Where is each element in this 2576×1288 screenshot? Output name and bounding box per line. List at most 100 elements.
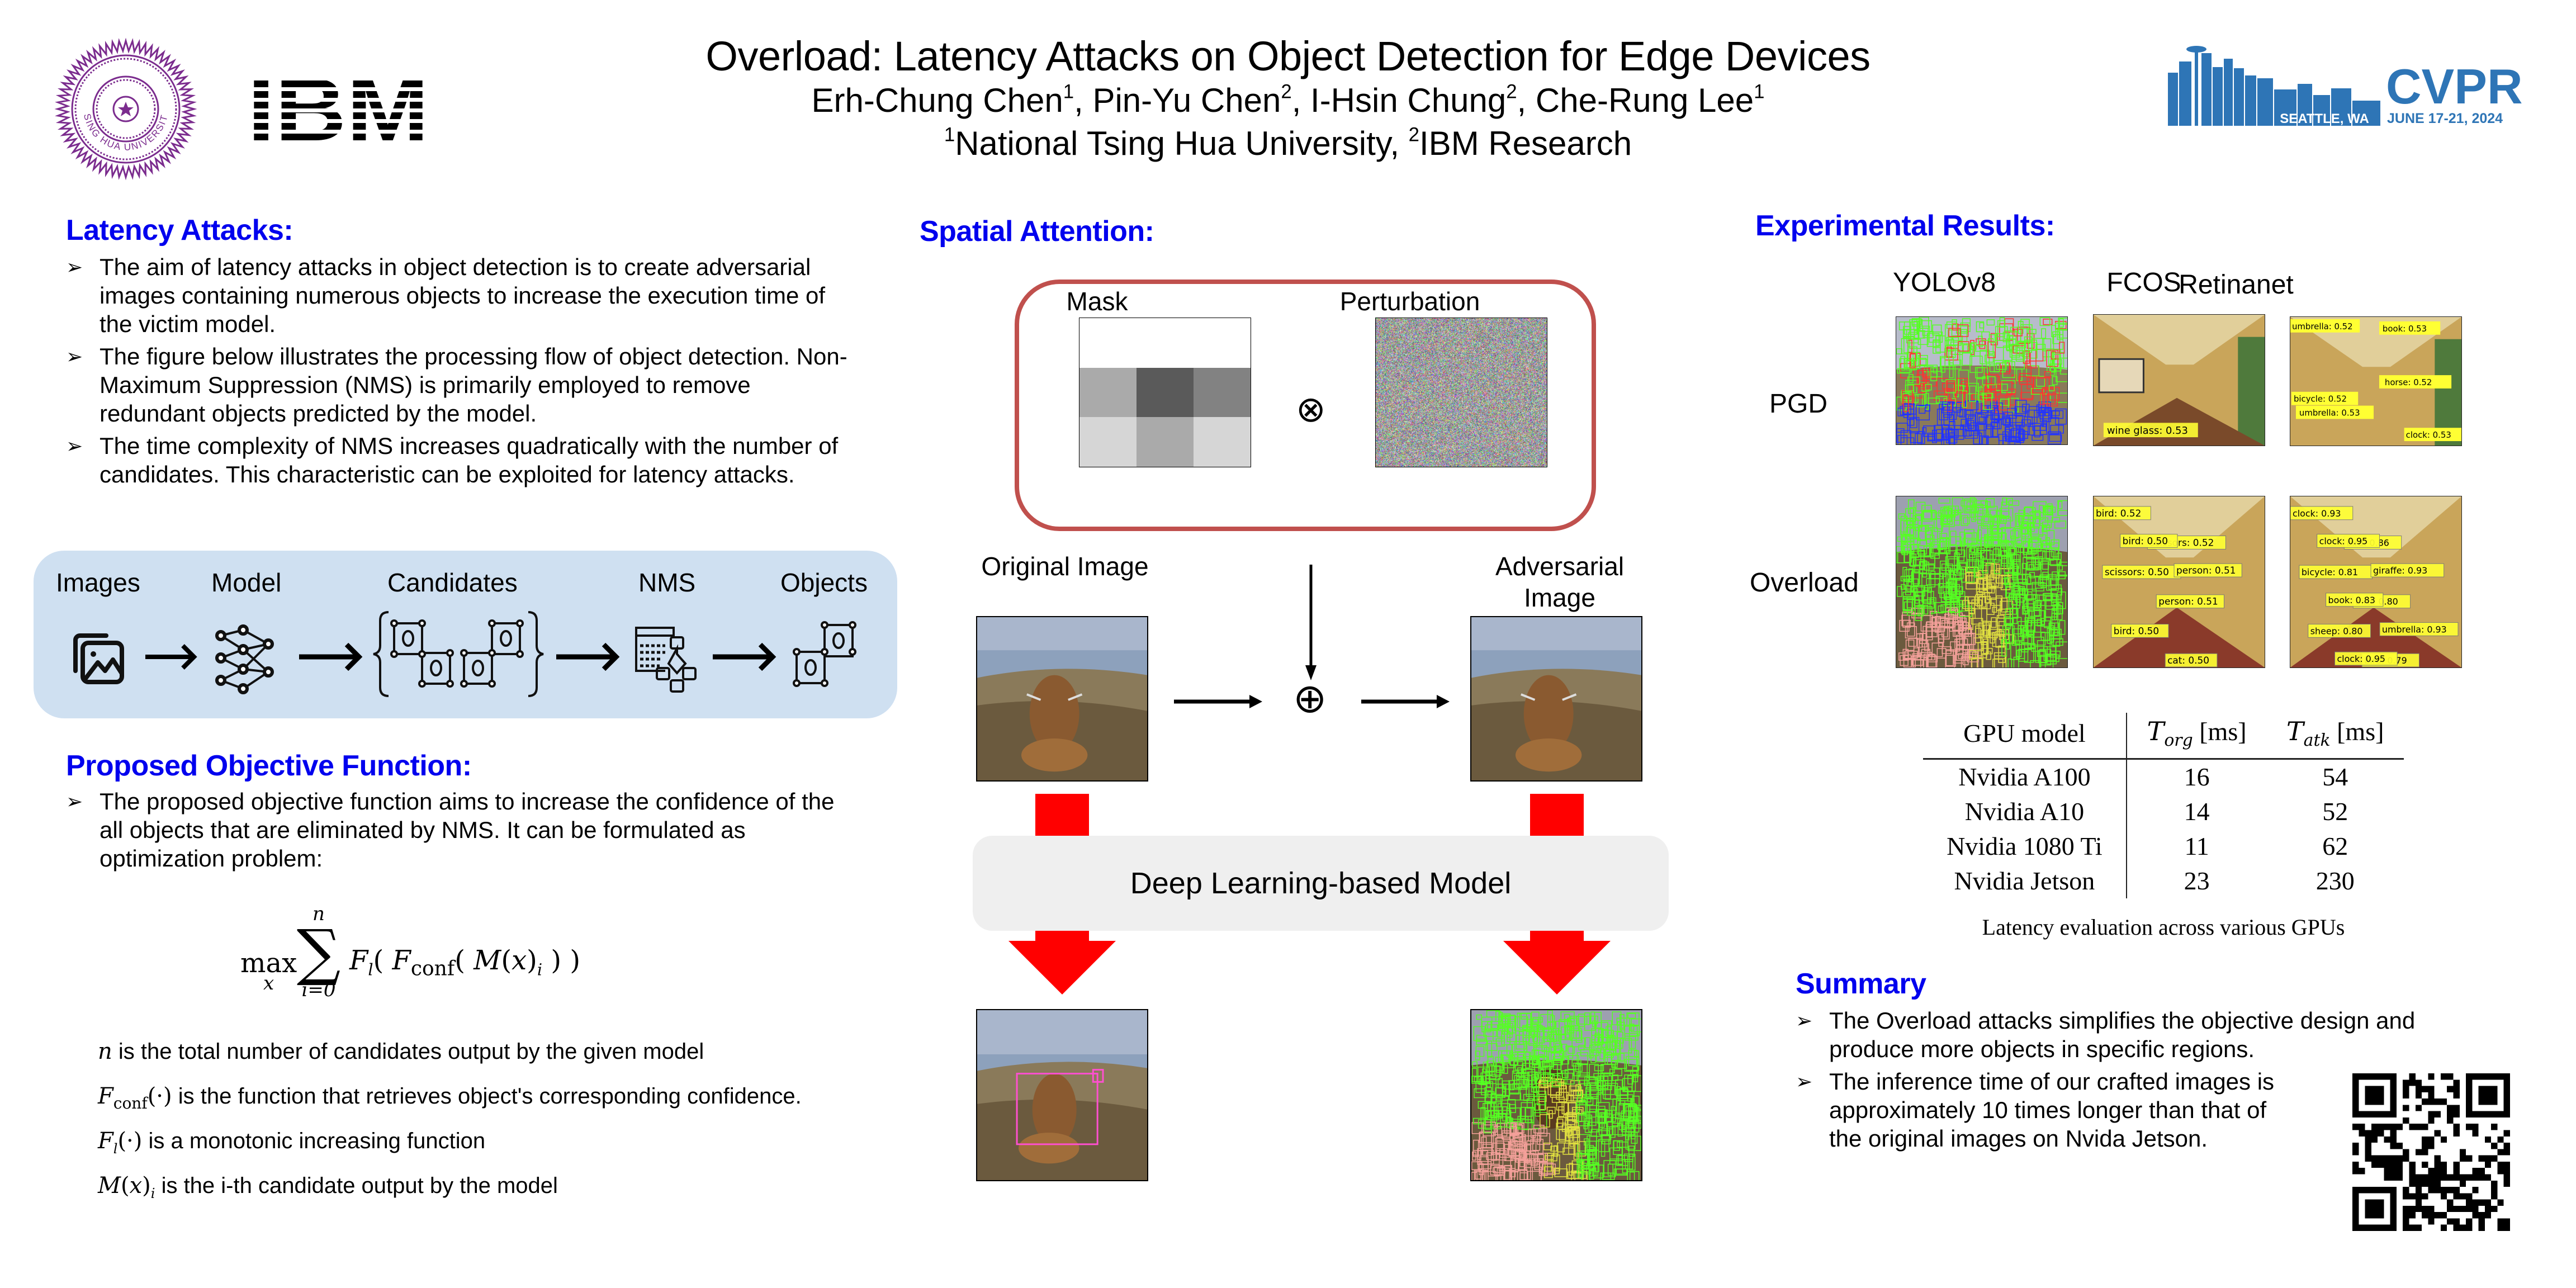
detection-box bbox=[1522, 1026, 1530, 1043]
detection-box bbox=[1556, 1102, 1565, 1111]
detection-box bbox=[2023, 547, 2035, 558]
detection-box bbox=[2051, 577, 2058, 586]
detection-box bbox=[1474, 1076, 1483, 1083]
red-arrow-down-icon bbox=[1503, 931, 1611, 995]
detection-box bbox=[1920, 652, 1933, 660]
detection-box bbox=[2019, 515, 2034, 528]
detection-box bbox=[1514, 1041, 1528, 1052]
detection-box bbox=[1999, 317, 2005, 328]
detection-box bbox=[1966, 409, 1972, 424]
detection-box bbox=[1939, 583, 1950, 598]
detection-box bbox=[1991, 405, 1999, 423]
detection-box bbox=[1988, 338, 1994, 354]
detection-label-bg bbox=[2120, 534, 2178, 548]
detection-box bbox=[1924, 605, 1929, 615]
detection-box bbox=[1527, 1098, 1533, 1109]
detection-box bbox=[2024, 506, 2033, 517]
detection-box bbox=[1558, 1106, 1565, 1117]
detection-box bbox=[1490, 1152, 1498, 1161]
mask-cell bbox=[1194, 318, 1251, 368]
detection-box bbox=[1600, 1112, 1608, 1118]
detection-box bbox=[1537, 1153, 1548, 1163]
detection-box bbox=[1993, 408, 2000, 424]
detection-box bbox=[1915, 513, 1922, 521]
detection-box bbox=[1959, 561, 1968, 570]
detection-box bbox=[1598, 1029, 1609, 1044]
cvpr-dates: JUNE 17-21, 2024 bbox=[2387, 111, 2503, 126]
column-label-retinanet: Retinanet bbox=[2179, 270, 2294, 300]
detection-box bbox=[2010, 530, 2019, 539]
detection-box bbox=[2001, 527, 2015, 543]
detection-box bbox=[2024, 617, 2036, 632]
detection-box bbox=[1561, 1026, 1573, 1040]
detection-box bbox=[1502, 1064, 1508, 1074]
detection-box bbox=[1945, 655, 1955, 667]
ibm-logo-text: IBM bbox=[248, 70, 429, 145]
detection-box bbox=[2059, 342, 2065, 354]
detection-box bbox=[1997, 617, 2006, 635]
detection-label: scissors: 0.50 bbox=[2105, 566, 2169, 577]
detection-box bbox=[1559, 1085, 1567, 1102]
detection-box bbox=[1577, 1086, 1582, 1097]
objective-formula: max x n ∑ i=0 Fl( Fconf( M(x)i ) ) bbox=[240, 903, 632, 1015]
detection-box bbox=[1594, 1065, 1604, 1072]
detection-box bbox=[1538, 1056, 1549, 1068]
spatial-attention-frame bbox=[1015, 280, 1596, 531]
detection-box bbox=[1967, 345, 1973, 354]
detection-box bbox=[1623, 1153, 1633, 1162]
detection-box bbox=[2055, 408, 2067, 425]
detection-box bbox=[1600, 1140, 1606, 1157]
detection-box bbox=[2005, 586, 2012, 594]
detection-box bbox=[1588, 1121, 1599, 1133]
detection-box bbox=[1947, 397, 1952, 412]
detection-box bbox=[1483, 1119, 1492, 1134]
detection-label: bird: 0.52 bbox=[2096, 508, 2141, 519]
detection-box bbox=[2011, 343, 2025, 360]
detection-box bbox=[1932, 324, 1942, 336]
detection-box bbox=[1990, 333, 1998, 345]
detection-box bbox=[1485, 1043, 1498, 1051]
detection-box bbox=[2021, 563, 2026, 580]
detection-box bbox=[1624, 1074, 1636, 1092]
detection-box bbox=[2007, 552, 2015, 568]
images-icon bbox=[73, 633, 124, 684]
detection-box bbox=[2033, 632, 2046, 646]
detection-box bbox=[1568, 1046, 1575, 1054]
detection-box bbox=[2056, 392, 2067, 403]
detection-box bbox=[1901, 542, 1909, 556]
detection-box bbox=[1509, 1168, 1516, 1177]
detection-box bbox=[2032, 338, 2044, 351]
detection-box bbox=[1909, 374, 1914, 383]
detection-box bbox=[1584, 1138, 1589, 1146]
detection-box bbox=[1484, 1087, 1492, 1103]
detection-box bbox=[2015, 528, 2021, 538]
detection-box bbox=[1945, 583, 1955, 599]
detection-box bbox=[1570, 1089, 1584, 1102]
detection-box bbox=[1900, 430, 1911, 444]
detection-label: clock: 0.53 bbox=[2406, 430, 2451, 440]
detection-box bbox=[1617, 1124, 1623, 1137]
detection-box bbox=[2002, 431, 2009, 444]
detection-box bbox=[1488, 1163, 1500, 1177]
detection-box bbox=[2052, 632, 2061, 647]
detection-box bbox=[1903, 579, 1912, 590]
detection-box bbox=[1569, 1163, 1574, 1176]
detection-box bbox=[1905, 585, 1911, 595]
detection-label-bg bbox=[2326, 593, 2384, 607]
detection-box bbox=[1952, 319, 1957, 325]
detection-box bbox=[2048, 417, 2059, 435]
perturbation-label: Perturbation bbox=[1339, 287, 1480, 316]
bullet-arrow-icon: ➢ bbox=[1796, 1070, 1813, 1093]
detection-box bbox=[1564, 1014, 1570, 1021]
detection-box bbox=[2004, 618, 2014, 625]
qr-code[interactable] bbox=[2352, 1073, 2510, 1231]
detection-box bbox=[1559, 1019, 1570, 1035]
detection-box bbox=[2052, 410, 2064, 419]
detection-box bbox=[2048, 622, 2059, 637]
detection-label: cat: 0.50 bbox=[2167, 655, 2209, 666]
detection-box bbox=[1578, 1158, 1583, 1170]
detection-box bbox=[1559, 1050, 1564, 1057]
detection-box bbox=[2016, 326, 2030, 344]
detection-box bbox=[2048, 385, 2055, 391]
detection-label: bird: 0.50 bbox=[2114, 625, 2159, 636]
